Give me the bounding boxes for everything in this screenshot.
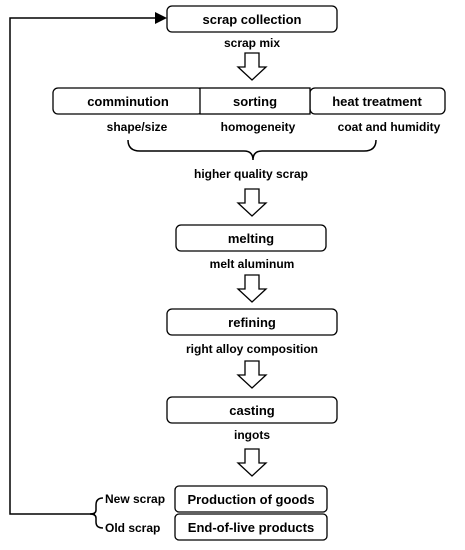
- end-of-live-products-label: End-of-live products: [188, 520, 314, 535]
- refining-label: refining: [228, 315, 276, 330]
- casting-label: casting: [229, 403, 275, 418]
- feedback-loop-arrowhead: [155, 12, 167, 24]
- down-arrow-4: [236, 360, 268, 389]
- production-of-goods-box: [174, 485, 328, 513]
- casting-box: [166, 396, 338, 424]
- down-arrow-2: [236, 188, 268, 217]
- new-scrap-label: New scrap: [105, 492, 165, 506]
- sorting-box: [199, 87, 311, 115]
- down-arrow-5: [236, 448, 268, 477]
- refining-box: [166, 308, 338, 336]
- shape-size-caption: shape/size: [107, 120, 168, 134]
- scrap-collection-box: [166, 5, 338, 33]
- recycling-bracket: [89, 497, 104, 529]
- melting-label: melting: [228, 231, 274, 246]
- heat-treatment-label: heat treatment: [332, 94, 422, 109]
- comminution-label: comminution: [87, 94, 169, 109]
- old-scrap-label: Old scrap: [105, 521, 160, 535]
- down-arrow-3: [236, 274, 268, 303]
- coat-humidity-caption: coat and humidity: [338, 120, 441, 134]
- scrap-collection-label: scrap collection: [203, 12, 302, 27]
- higher-quality-scrap-caption: higher quality scrap: [194, 167, 308, 181]
- homogeneity-caption: homogeneity: [221, 120, 296, 134]
- end-of-live-products-box: [174, 513, 328, 541]
- pretreatment-brace: [127, 139, 377, 161]
- melt-aluminum-caption: melt aluminum: [210, 257, 295, 271]
- feedback-loop-line: [9, 17, 158, 515]
- right-alloy-composition-caption: right alloy composition: [186, 342, 318, 356]
- down-arrow-1: [236, 52, 268, 81]
- ingots-caption: ingots: [234, 428, 270, 442]
- sorting-label: sorting: [233, 94, 277, 109]
- production-of-goods-label: Production of goods: [187, 492, 314, 507]
- melting-box: [175, 224, 327, 252]
- scrap-mix-caption: scrap mix: [224, 36, 280, 50]
